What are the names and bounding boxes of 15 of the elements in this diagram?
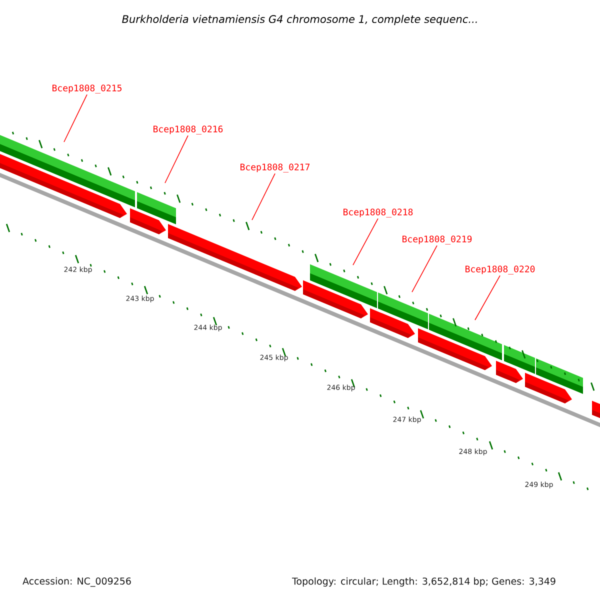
gene-label: Bcep1808_0219 xyxy=(402,236,472,244)
leader-line xyxy=(474,275,500,320)
leader-line xyxy=(412,245,438,292)
gene-label: Bcep1808_0220 xyxy=(466,266,535,274)
gene-label: Bcep1808_0217 xyxy=(240,164,310,172)
gene-label: Bcep1808_0215 xyxy=(52,84,122,94)
leader-line xyxy=(164,135,188,184)
info-text: Accession: NC_009256 xyxy=(22,577,131,587)
info-text: Topology: circular; Length: 3,652,814 bp; Genes: 3,349 xyxy=(292,577,556,587)
leader-line xyxy=(252,173,276,220)
gene-label: Bcep1808_0216 xyxy=(154,126,223,134)
leader-line xyxy=(352,218,378,266)
title: Burkholderia vietnamiensis G4 chromosome 1, complete sequenc... xyxy=(122,14,477,26)
gene-label: Bcep1808_0218 xyxy=(344,208,413,218)
leader-line xyxy=(64,94,88,142)
